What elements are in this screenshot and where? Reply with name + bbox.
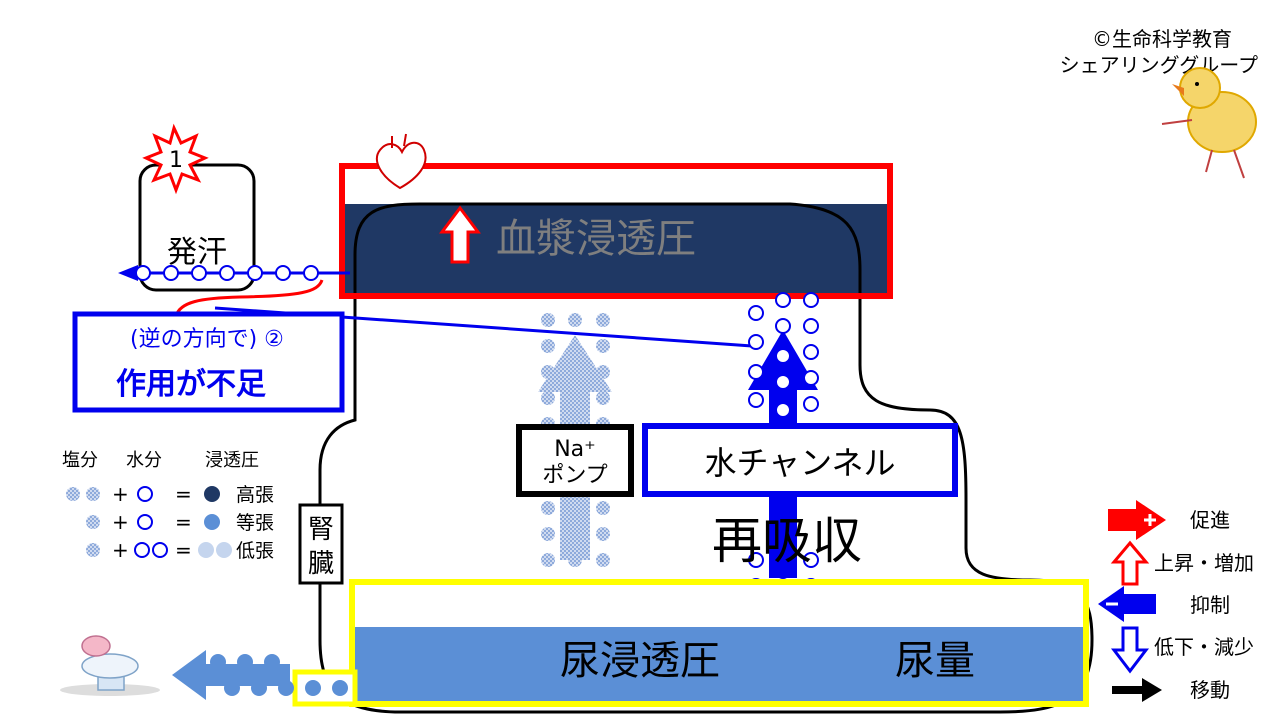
sweat-box [138,163,256,292]
kidney-label-top: 腎 [308,515,334,545]
event-2-label: (逆の方向で) ② [130,327,284,352]
water-dot [137,514,153,530]
symbol-legend: 促進 上昇・増加 抑制 低下・減少 移動 [1098,500,1254,702]
legend-decrease-label: 低下・減少 [1154,635,1254,659]
salt-dot [86,515,100,529]
urine-outflow-arrow-icon [172,650,290,700]
water-dot [137,486,153,502]
insufficient-label: 作用が不足 [116,367,266,402]
promote-line [174,279,324,317]
chick-illustration [1161,67,1257,179]
na-pump-box [516,424,634,497]
legend-result-label: 低張 [236,540,274,562]
osmotic-result-dot [198,542,214,558]
legend-promote-label: 促進 [1190,508,1230,532]
legend-decrease-icon [1110,626,1150,674]
legend-move-icon [1112,678,1162,702]
plasma-rise-arrow-icon [439,205,481,264]
urine-fill [355,627,1083,701]
legend-header-osmotic: 浸透圧 [205,450,259,471]
na-pump-line-2: ポンプ [542,463,607,488]
legend-result-label: 高張 [236,484,274,506]
kidney-label-box [298,503,344,585]
credit-line-1: ©生命科学教育 [1092,27,1232,51]
water-channel-label: 水チャンネル [704,444,895,482]
legend-row: + = 等張 [86,510,274,534]
osmotic-result-dot [204,486,220,502]
legend-header-salt: 塩分 [62,450,98,471]
kidney-label-bottom: 臓 [308,549,334,579]
osmotic-result-dot [204,514,220,530]
credit-line-2: シェアリンググループ [1060,53,1258,77]
blood-plasma-label: 血漿浸透圧 [496,216,696,262]
sweat-water-dots [135,265,319,281]
legend-row: + = 高張 [66,482,274,506]
water-dot [152,542,168,558]
legend-plus: + [112,510,129,534]
water-loss-arrow-head-icon [118,265,138,281]
legend-header-water: 水分 [126,450,162,471]
insufficient-box [72,311,345,413]
sweat-label: 発汗 [167,235,227,270]
legend-row: + = 低張 [86,538,274,562]
legend-rise-icon [1110,540,1150,586]
water-channel-box [642,423,958,497]
urine-osmotic-label: 尿浸透圧 [560,638,720,684]
legend-rise-label: 上昇・増加 [1154,551,1254,575]
legend-equals: = [175,538,192,562]
legend-equals: = [175,510,192,534]
blood-plasma-fill [345,204,887,293]
reabsorption-label: 再吸収 [712,512,862,570]
salt-dot [66,487,80,501]
osmotic-result-dot [216,542,232,558]
salt-dot [86,487,100,501]
legend-move-label: 移動 [1190,678,1230,702]
osmotic-legend: 塩分 水分 浸透圧 + = 高張 + = 等張 + = 低張 [62,450,274,562]
legend-result-label: 等張 [236,512,274,534]
legend-suppress-icon [1098,586,1156,622]
starburst-icon [142,123,209,195]
legend-rows: + = 高張 + = 等張 + = 低張 [66,482,274,562]
na-pump-line-1: Na⁺ [554,437,596,462]
legend-plus: + [112,538,129,562]
water-dot [134,542,150,558]
event-1-number: 1 [169,148,183,173]
salt-dot [86,543,100,557]
heart-icon [375,133,427,190]
toilet-icon [60,635,160,696]
legend-suppress-label: 抑制 [1190,593,1230,617]
legend-plus: + [112,482,129,506]
urine-volume-label: 尿量 [895,638,975,684]
legend-equals: = [175,482,192,506]
legend-promote-icon [1108,500,1166,540]
